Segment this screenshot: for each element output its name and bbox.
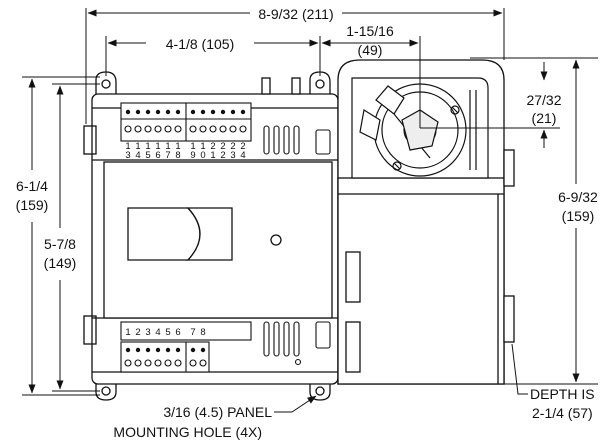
terminal-number: 2 (210, 141, 215, 152)
mounting-hole-top-right (315, 79, 325, 89)
hole-height-inch: 5-7/8 (44, 236, 76, 252)
hole-spacing-label: 4-1/8 (105) (166, 36, 234, 52)
terminal-number: 4 (240, 150, 245, 161)
overall-width-label: 8-9/32 (211) (258, 6, 333, 22)
depth-label-line1: DEPTH IS (530, 386, 595, 402)
terminal-number: 5 (145, 150, 150, 161)
actuator-offset-inch: 1-15/16 (346, 23, 394, 39)
bottom-terminal-labels: 1 2 3 4 5 6 7 8 (125, 327, 205, 338)
mounting-holes (101, 79, 325, 396)
terminal-number: 9 (190, 150, 195, 161)
mounting-hole-callout-line2: MOUNTING HOLE (4X) (113, 424, 262, 440)
terminal-number: 5 (165, 327, 170, 338)
mounting-hole-bottom-right (315, 386, 325, 396)
terminal-number: 2 (220, 150, 225, 161)
terminal-number: 1 (145, 141, 150, 152)
terminal-number: 3 (145, 327, 150, 338)
depth-leader (511, 343, 528, 395)
terminal-number: 1 (135, 141, 140, 152)
mounting-hole-top-left (101, 79, 111, 89)
terminal-number: 7 (165, 150, 170, 161)
terminal-number: 8 (200, 327, 205, 338)
top-terminal-block (120, 102, 252, 142)
hole-height-mm: (149) (44, 255, 77, 271)
terminal-number: 1 (165, 141, 170, 152)
terminal-number: 1 (190, 141, 195, 152)
bottom-terminal-block (120, 321, 252, 373)
top-offset-mm: (21) (532, 110, 557, 126)
total-height-inch: 6-1/4 (16, 178, 48, 194)
terminal-number: 7 (190, 327, 195, 338)
actuator-height-inch: 6-9/32 (558, 189, 598, 205)
actuator-hub (351, 77, 489, 179)
terminal-number: 2 (240, 141, 245, 152)
mounting-hole-bottom-left (101, 386, 111, 396)
terminal-number: 0 (200, 150, 205, 161)
depth-label-line2: 2-1/4 (57) (532, 405, 593, 421)
top-terminal-labels: 1 1 1 1 1 1 1 1 2 2 2 2 3 4 5 6 7 8 9 0 … (125, 141, 245, 161)
mounting-hole-callout-line1: 3/16 (4.5) PANEL (163, 404, 272, 420)
terminal-number: 2 (230, 141, 235, 152)
terminal-number: 3 (125, 150, 130, 161)
mounting-hole-leader (274, 395, 317, 413)
actuator-offset-mm: (49) (358, 42, 383, 58)
terminal-number: 6 (175, 327, 180, 338)
terminal-number: 4 (135, 150, 140, 161)
actuator-height-mm: (159) (562, 208, 595, 224)
total-height-mm: (159) (16, 197, 49, 213)
terminal-number: 3 (230, 150, 235, 161)
terminal-number: 1 (155, 141, 160, 152)
status-led (270, 234, 282, 246)
top-offset-inch: 27/32 (526, 92, 561, 108)
top-vent-slots (263, 125, 331, 155)
display-window (127, 207, 233, 261)
terminal-number: 1 (125, 327, 130, 338)
terminal-number: 1 (210, 150, 215, 161)
terminal-number: 6 (155, 150, 160, 161)
terminal-number: 8 (175, 150, 180, 161)
bottom-vent-slots (263, 321, 331, 366)
terminal-number: 2 (135, 327, 140, 338)
terminal-number: 4 (155, 327, 160, 338)
terminal-number: 1 (175, 141, 180, 152)
terminal-number: 1 (125, 141, 130, 152)
terminal-number: 2 (220, 141, 225, 152)
terminal-number: 1 (200, 141, 205, 152)
